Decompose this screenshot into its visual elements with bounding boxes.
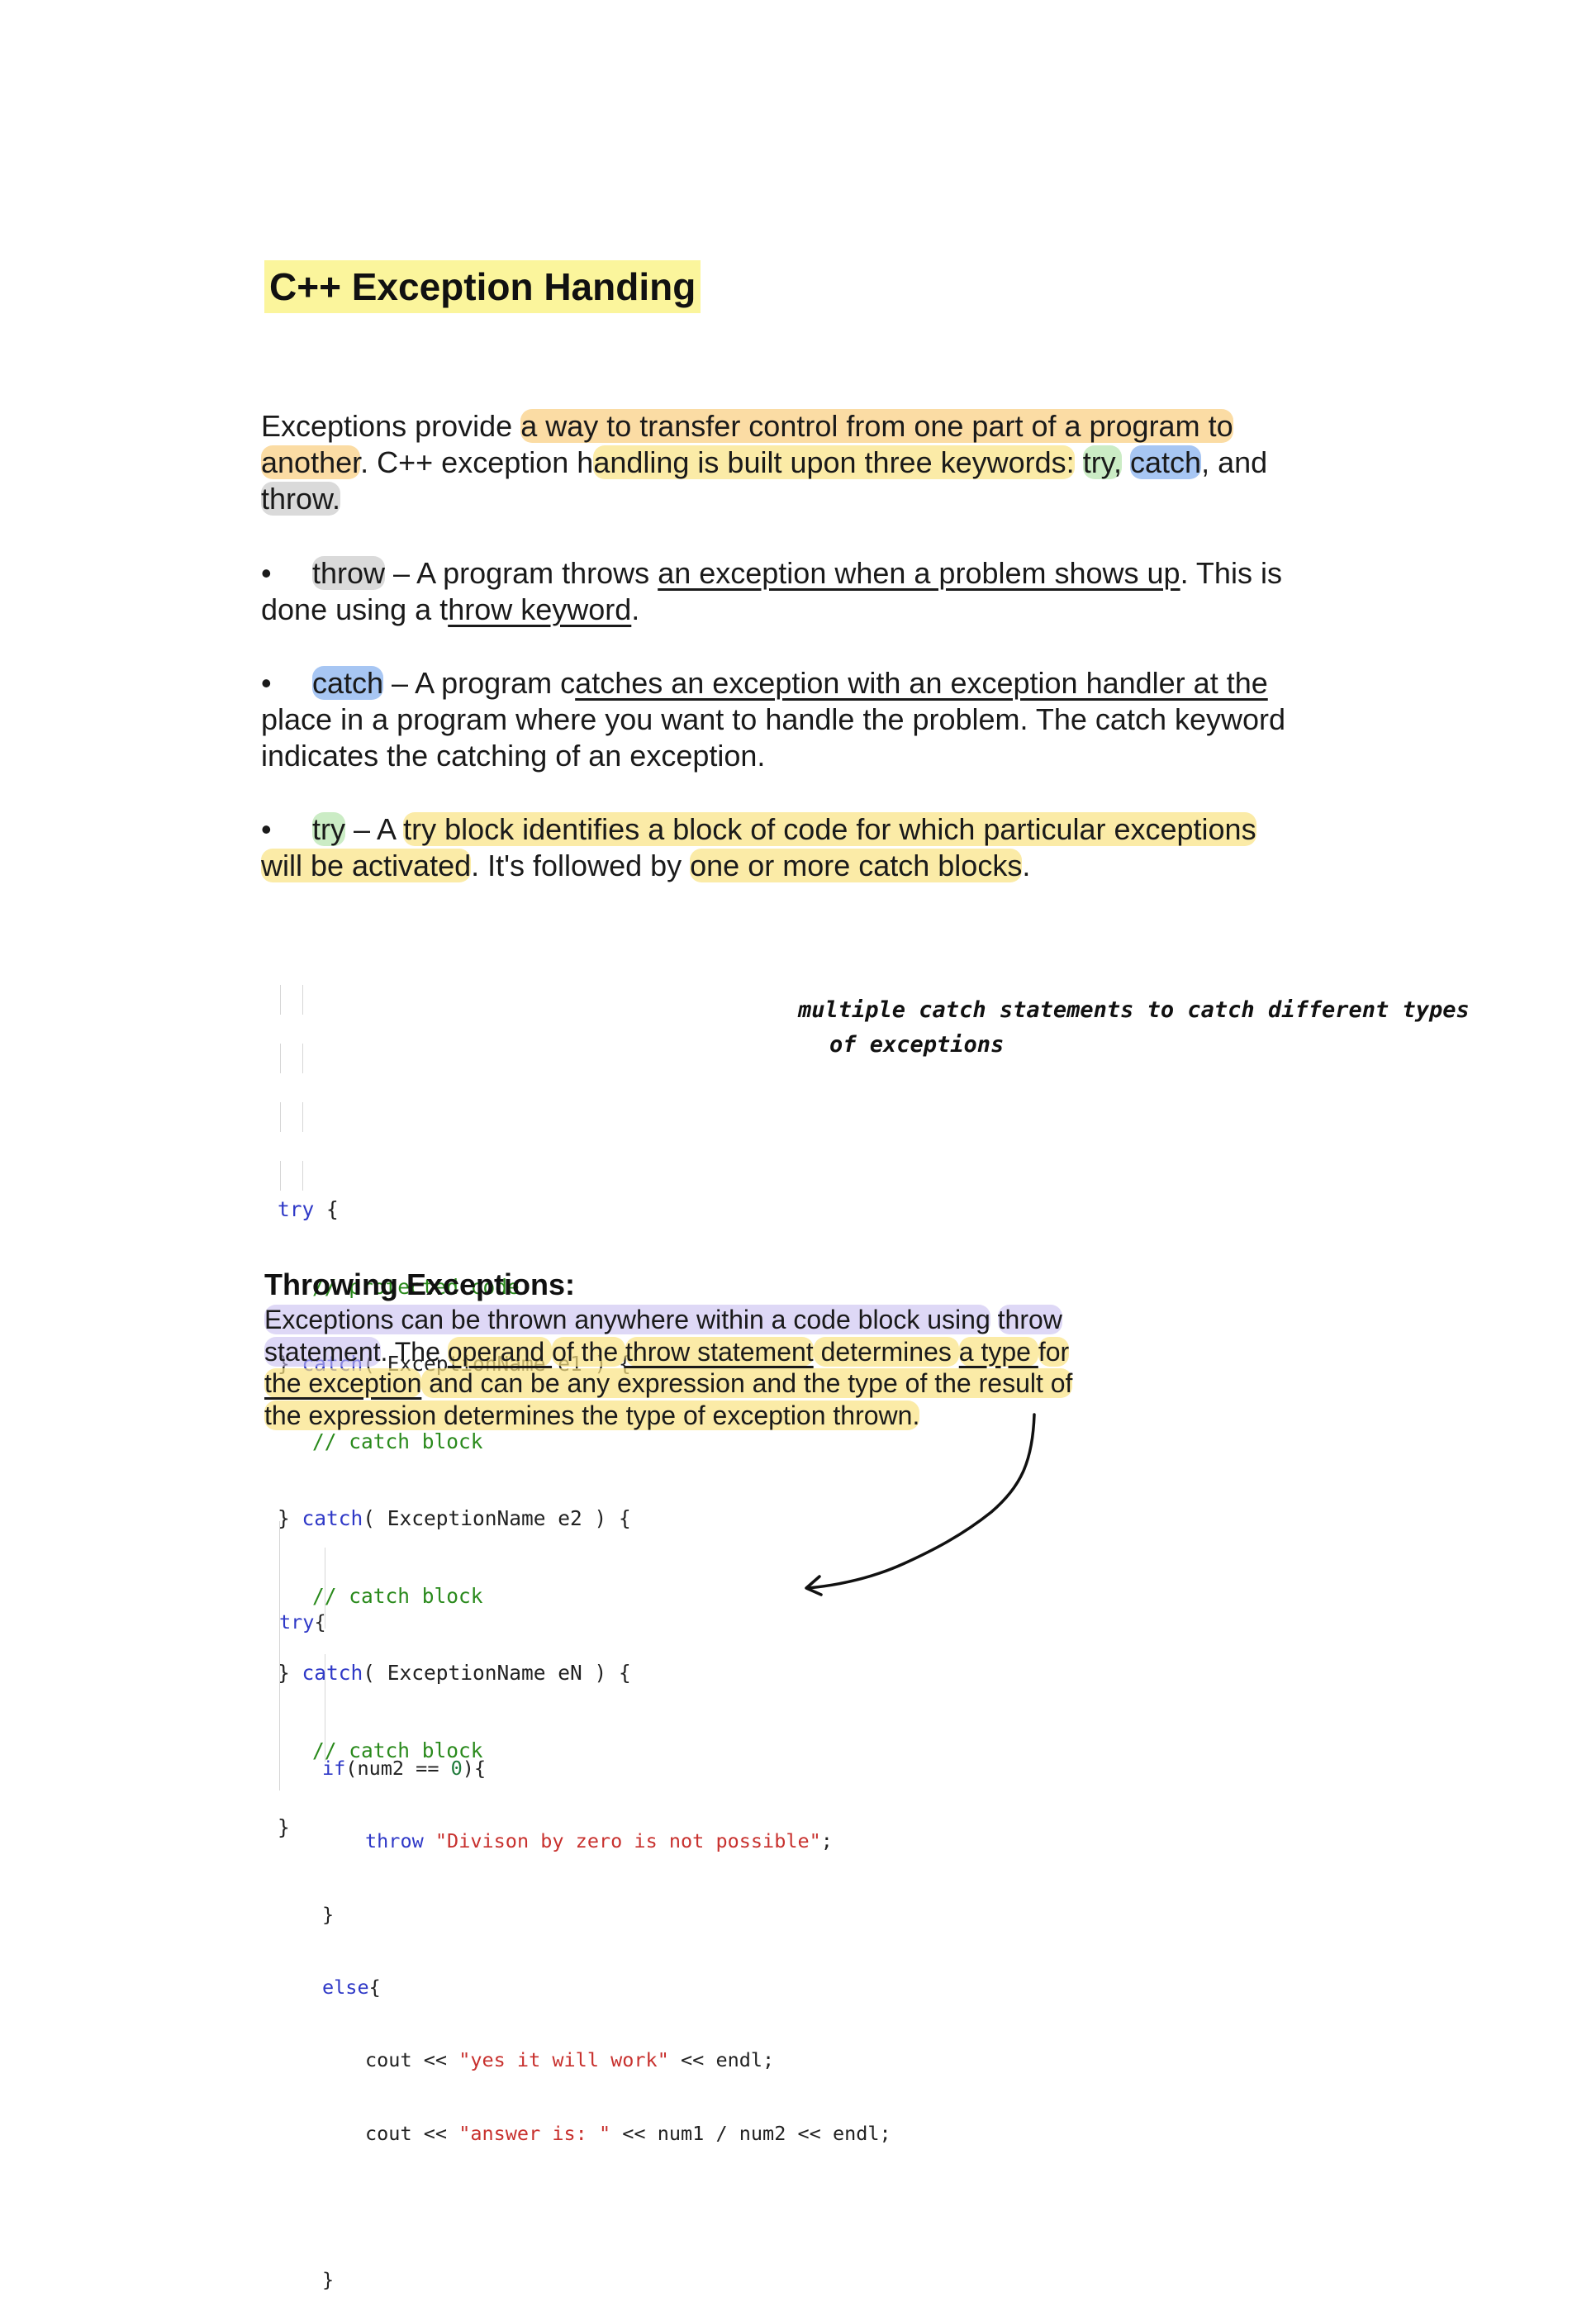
highlight-purple: throw bbox=[997, 1305, 1062, 1334]
bullet-try: •try – A try block identifies a block of… bbox=[261, 812, 1256, 882]
intro-line-2: another. C++ exception handling is built… bbox=[261, 445, 1268, 479]
intro-line-3: throw. bbox=[261, 481, 1368, 517]
highlight-orange: another bbox=[261, 445, 361, 479]
highlight-gray: throw. bbox=[261, 482, 341, 516]
highlight-green: try, bbox=[1082, 445, 1123, 479]
highlight-yellow: try block identifies a block of code for… bbox=[403, 812, 1256, 846]
keyword-catch: catch bbox=[312, 666, 384, 700]
bullet-throw: •throw – A program throws an exception w… bbox=[261, 556, 1282, 626]
highlight-blue: catch bbox=[1130, 445, 1202, 479]
highlight-yellow: andling is built upon three keywords: bbox=[593, 445, 1075, 479]
highlight-purple: statement bbox=[264, 1336, 381, 1367]
bullet-dot: • bbox=[261, 666, 272, 700]
highlight-yellow: one or more catch blocks bbox=[690, 849, 1023, 882]
section-heading-throwing: Throwing Exceptions: bbox=[264, 1267, 576, 1301]
keyword-throw: throw bbox=[312, 556, 386, 590]
bullet-dot: • bbox=[261, 556, 272, 590]
handwritten-note-line-2: of exceptions bbox=[829, 1032, 1005, 1058]
highlight-orange: a way to transfer control from one part … bbox=[520, 409, 1233, 443]
highlight-purple: Exceptions can be thrown anywhere within… bbox=[264, 1305, 990, 1334]
highlight-yellow: will be activated bbox=[261, 849, 472, 882]
page-title: C++ Exception Handing bbox=[264, 260, 701, 313]
bullet-catch: •catch – A program catches an exception … bbox=[261, 666, 1286, 773]
bullet-dot: • bbox=[261, 812, 272, 846]
throwing-paragraph: Exceptions can be thrown anywhere within… bbox=[264, 1305, 1073, 1430]
handwritten-note: multiple catch statements to catch diffe… bbox=[798, 993, 1470, 1063]
arrow-head-icon bbox=[805, 1575, 823, 1596]
intro-line-1: Exceptions provide a way to transfer con… bbox=[261, 409, 1233, 443]
handwritten-note-line-1: multiple catch statements to catch diffe… bbox=[798, 997, 1470, 1023]
keyword-try: try bbox=[312, 812, 345, 846]
code-block-try-catch: try { // protected code } catch( Excepti… bbox=[278, 955, 631, 1867]
ink-annotations bbox=[805, 1413, 1036, 1596]
arrow-icon bbox=[806, 1413, 1036, 1590]
intro-paragraph: Exceptions provide a way to transfer con… bbox=[261, 408, 1368, 517]
